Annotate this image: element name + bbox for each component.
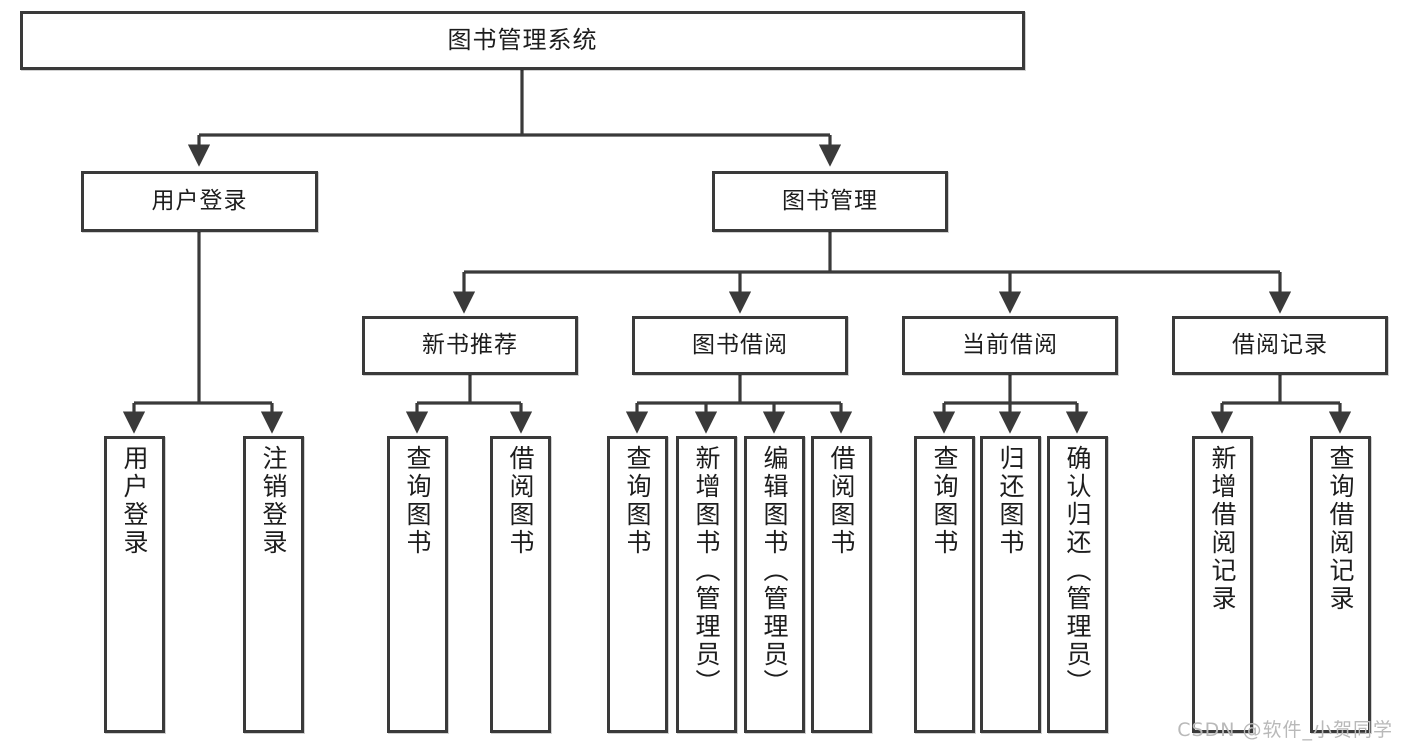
leaf-borrow-query-label: 查询图书 xyxy=(623,445,652,557)
node-user-login[interactable]: 用户登录 xyxy=(81,171,318,232)
node-book-management-label: 图书管理 xyxy=(782,187,878,214)
leaf-borrow-add[interactable]: 新增图书（管理员） xyxy=(676,436,737,733)
leaf-user-login-label: 用户登录 xyxy=(120,445,149,557)
leaf-current-confirm-label: 确认归还（管理员） xyxy=(1063,445,1092,697)
node-book-borrow[interactable]: 图书借阅 xyxy=(632,316,848,375)
csdn-watermark: CSDN @软件_小贺同学 xyxy=(1177,719,1393,741)
node-borrow-records[interactable]: 借阅记录 xyxy=(1172,316,1388,375)
leaf-newbook-query-label: 查询图书 xyxy=(403,445,432,557)
leaf-borrow-query[interactable]: 查询图书 xyxy=(607,436,668,733)
node-book-borrow-label: 图书借阅 xyxy=(692,331,788,358)
node-new-book-recommend-label: 新书推荐 xyxy=(422,331,518,358)
leaf-records-add-label: 新增借阅记录 xyxy=(1208,445,1237,613)
leaf-borrow-edit-label: 编辑图书（管理员） xyxy=(760,445,789,697)
leaf-borrow-borrow[interactable]: 借阅图书 xyxy=(811,436,872,733)
node-root[interactable]: 图书管理系统 xyxy=(20,11,1025,70)
leaf-borrow-borrow-label: 借阅图书 xyxy=(827,445,856,557)
leaf-borrow-add-label: 新增图书（管理员） xyxy=(692,445,721,697)
leaf-current-confirm[interactable]: 确认归还（管理员） xyxy=(1047,436,1108,733)
leaf-records-add[interactable]: 新增借阅记录 xyxy=(1192,436,1253,733)
node-borrow-records-label: 借阅记录 xyxy=(1232,331,1328,358)
node-current-borrow[interactable]: 当前借阅 xyxy=(902,316,1118,375)
leaf-newbook-borrow[interactable]: 借阅图书 xyxy=(490,436,551,733)
leaf-current-query-label: 查询图书 xyxy=(930,445,959,557)
node-root-label: 图书管理系统 xyxy=(447,26,598,55)
node-current-borrow-label: 当前借阅 xyxy=(962,331,1058,358)
node-new-book-recommend[interactable]: 新书推荐 xyxy=(362,316,578,375)
leaf-current-return-label: 归还图书 xyxy=(996,445,1025,557)
leaf-current-return[interactable]: 归还图书 xyxy=(980,436,1041,733)
leaf-newbook-borrow-label: 借阅图书 xyxy=(506,445,535,557)
leaf-records-query-label: 查询借阅记录 xyxy=(1326,445,1355,613)
leaf-current-query[interactable]: 查询图书 xyxy=(914,436,975,733)
leaf-borrow-edit[interactable]: 编辑图书（管理员） xyxy=(744,436,805,733)
leaf-user-login[interactable]: 用户登录 xyxy=(104,436,165,733)
leaf-newbook-query[interactable]: 查询图书 xyxy=(387,436,448,733)
leaf-user-logout-label: 注销登录 xyxy=(259,445,288,557)
node-book-management[interactable]: 图书管理 xyxy=(712,171,948,232)
leaf-user-logout[interactable]: 注销登录 xyxy=(243,436,304,733)
node-user-login-label: 用户登录 xyxy=(151,187,248,214)
leaf-records-query[interactable]: 查询借阅记录 xyxy=(1310,436,1371,733)
